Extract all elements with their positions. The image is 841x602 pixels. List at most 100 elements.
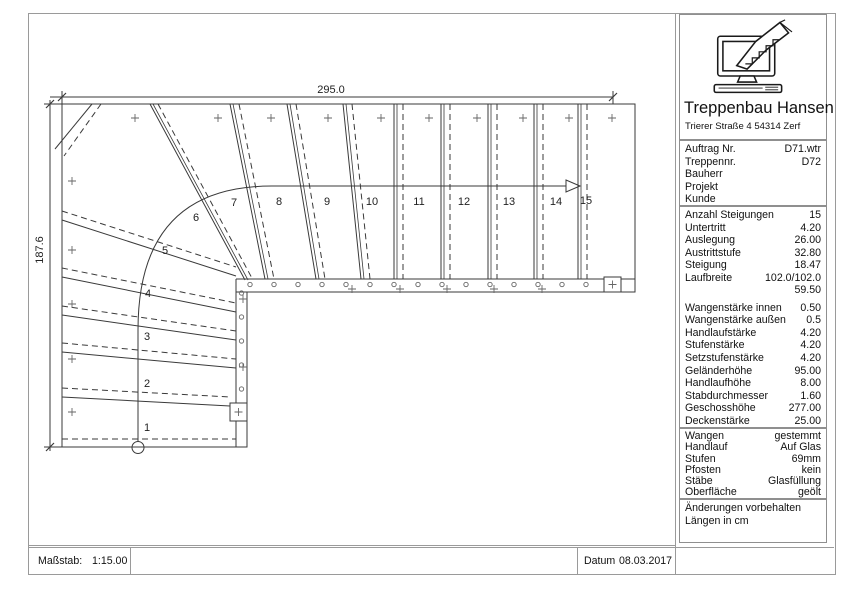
- plus-mark: [239, 295, 247, 303]
- baluster-circle: [343, 281, 349, 288]
- date-value: 08.03.2017: [619, 555, 673, 567]
- baluster-circle: [511, 281, 517, 288]
- note-line: Längen in cm: [685, 514, 749, 527]
- footer-divider: [675, 548, 676, 574]
- step-number: 2: [144, 378, 150, 390]
- plus-mark: [324, 114, 332, 122]
- drawing-area-separator: [28, 545, 676, 546]
- baluster-circle: [238, 386, 245, 392]
- panel-row: Projekt: [685, 180, 718, 193]
- plus-mark: [425, 114, 433, 122]
- step-number: 14: [550, 196, 562, 208]
- company-name: Treppenbau Hansen: [684, 99, 834, 117]
- footer-bar: Maßstab: 1:15.00 Datum 08.03.2017: [28, 547, 834, 574]
- step-number: 15: [580, 195, 592, 207]
- panel-row: Treppennr.D72: [685, 155, 821, 168]
- plus-mark: [519, 114, 527, 122]
- baluster-circle: [439, 281, 445, 288]
- dimension-top-label: 295.0: [317, 84, 345, 96]
- step-number: 3: [144, 331, 150, 343]
- page-border: [28, 13, 836, 575]
- plus-mark: [267, 114, 275, 122]
- plus-mark: [608, 114, 616, 122]
- baluster-circle: [391, 281, 397, 288]
- baluster-circle: [367, 281, 373, 288]
- baluster-circle: [271, 281, 277, 288]
- plus-mark: [490, 285, 498, 293]
- baluster-circle: [415, 281, 421, 288]
- step-number: 7: [231, 197, 237, 209]
- baluster-circle: [238, 290, 245, 296]
- plus-mark: [214, 114, 222, 122]
- baluster-circle: [238, 314, 245, 320]
- plus-mark: [68, 177, 76, 185]
- baluster-circle: [295, 281, 301, 288]
- baluster-circle: [583, 281, 589, 288]
- step-number: 5: [162, 245, 168, 257]
- handrail-posts: [229, 276, 622, 422]
- plus-mark: [234, 408, 243, 416]
- step-number: 11: [413, 196, 424, 208]
- plus-mark: [131, 114, 139, 122]
- panel-row: Kunde: [685, 193, 716, 206]
- walk-line-arrow: [565, 179, 582, 193]
- scale-value: 1:15.00: [92, 555, 128, 567]
- step-number: 12: [458, 196, 470, 208]
- baluster-circle: [247, 281, 253, 288]
- step-number: 6: [193, 212, 199, 224]
- date-label: Datum: [584, 555, 616, 567]
- plus-mark: [377, 114, 385, 122]
- plus-mark: [565, 114, 573, 122]
- baluster-circle: [238, 362, 245, 368]
- baluster-circle: [535, 281, 541, 288]
- panel-row: 59.50: [794, 284, 821, 297]
- dimension-left-label: 187.6: [34, 236, 46, 264]
- plus-mark: [608, 280, 617, 289]
- step-number: 9: [324, 196, 330, 208]
- baluster-circle: [238, 338, 245, 344]
- company-logo-icon: [713, 19, 793, 94]
- plus-mark: [68, 408, 76, 416]
- step-number: 1: [144, 422, 150, 434]
- footer-divider: [577, 548, 578, 574]
- walk-line-start-circle: [131, 441, 145, 454]
- plus-mark: [68, 300, 76, 308]
- dimension-top: 295.0: [50, 84, 618, 104]
- scale-label: Maßstab:: [38, 555, 83, 567]
- plus-mark: [538, 285, 546, 293]
- company-box: Treppenbau Hansen Trierer Straße 4 54314…: [679, 14, 834, 140]
- panel-row: Bauherr: [685, 168, 723, 181]
- step-number: 10: [366, 196, 378, 208]
- risers-upper-flight: [149, 103, 588, 281]
- footer-divider: [130, 548, 131, 574]
- baluster-circle: [559, 281, 565, 288]
- dimension-left: 187.6: [34, 99, 62, 452]
- panel-row: Auftrag Nr.D71.wtr: [685, 143, 821, 155]
- plus-mark: [396, 285, 404, 293]
